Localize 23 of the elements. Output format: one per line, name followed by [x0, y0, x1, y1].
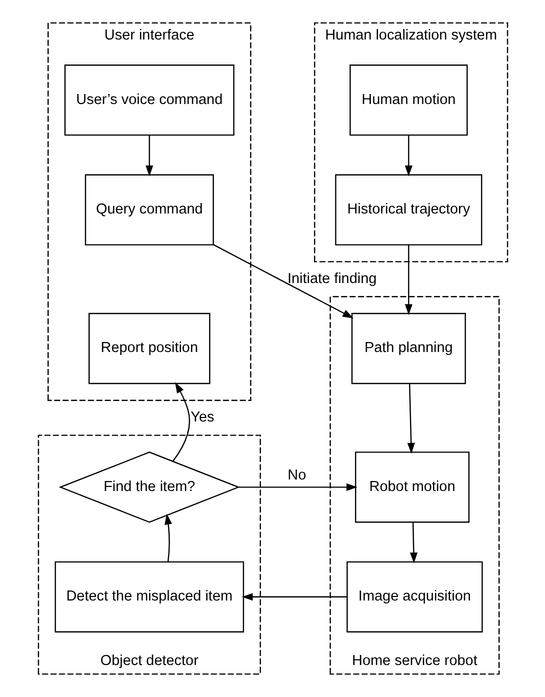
- node-box: Detect the misplaced item: [54, 561, 244, 632]
- edge-label: No: [287, 467, 306, 484]
- node-box: Report position: [88, 312, 210, 384]
- arrow: [404, 245, 412, 316]
- arrow: [241, 593, 346, 601]
- node-box: Image acquisition: [346, 561, 482, 632]
- arrow: [164, 514, 172, 562]
- node-box: Query command: [84, 174, 214, 246]
- arrow: [212, 244, 354, 318]
- arrow: [406, 384, 414, 454]
- arrow: [145, 135, 153, 176]
- edge-label: Initiate finding: [286, 270, 376, 287]
- arrow: [238, 483, 357, 491]
- node-box: Robot motion: [354, 452, 470, 523]
- node-box: Historical trajectory: [334, 174, 482, 246]
- arrow: [172, 382, 190, 462]
- arrow: [409, 522, 418, 564]
- node-box: User’s voice command: [64, 64, 234, 136]
- node-diamond: Find the item?: [58, 452, 240, 523]
- edge-label: Yes: [190, 410, 214, 426]
- node-box: Human motion: [349, 64, 468, 136]
- node-box: Path planning: [350, 312, 466, 384]
- arrow: [404, 135, 412, 176]
